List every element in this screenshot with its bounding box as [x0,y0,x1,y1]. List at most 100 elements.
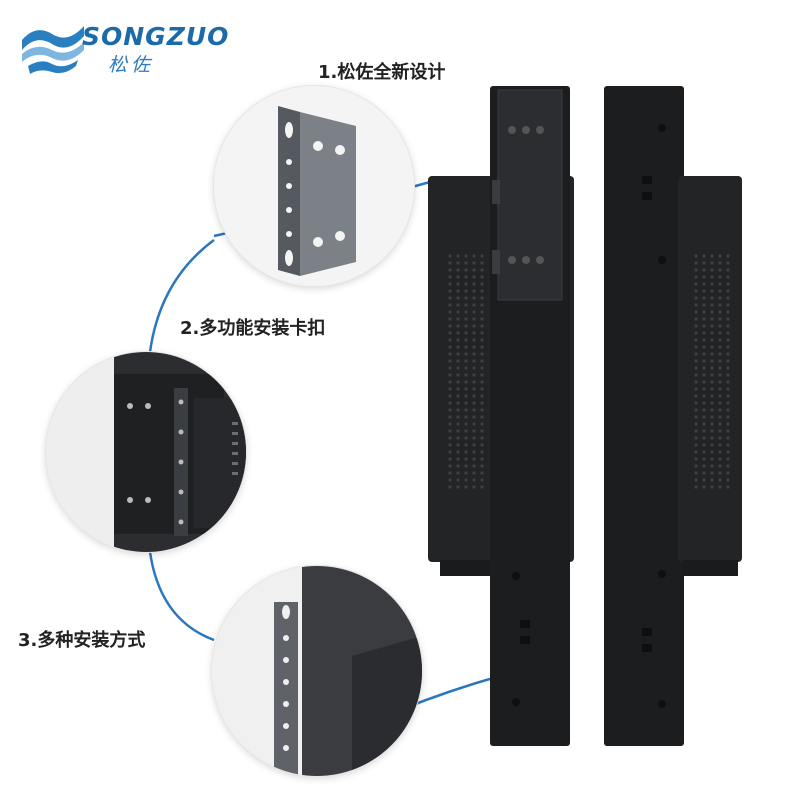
vent-hole [710,254,714,258]
vent-hole [464,366,468,370]
vent-hole [710,282,714,286]
vent-hole [448,387,452,391]
vent-hole [480,457,484,461]
vent-hole [718,282,722,286]
vent-hole [726,261,730,265]
vent-hole [702,254,706,258]
vent-hole [694,373,698,377]
vent-hole [710,366,714,370]
vent-hole [472,345,476,349]
vent-hole [726,394,730,398]
vent-hole [480,464,484,468]
vent-hole [448,422,452,426]
vent-hole [448,254,452,258]
vent-hole [694,303,698,307]
vent-hole [464,338,468,342]
vent-hole [456,331,460,335]
vent-hole [472,394,476,398]
vent-hole [726,303,730,307]
vent-hole [694,254,698,258]
vent-hole [718,338,722,342]
vent-hole [710,485,714,489]
vent-hole [702,422,706,426]
vent-hole [694,401,698,405]
vent-hole [718,261,722,265]
vent-hole [448,408,452,412]
vent-hole [480,303,484,307]
vent-hole [456,415,460,419]
vent-hole [702,289,706,293]
vent-hole [726,324,730,328]
vent-hole [702,366,706,370]
vent-hole [694,464,698,468]
vent-hole [448,478,452,482]
vent-hole [694,275,698,279]
vent-hole [710,408,714,412]
vent-hole [472,471,476,475]
vent-hole [726,450,730,454]
vent-hole [702,317,706,321]
vent-hole [464,331,468,335]
vent-hole [710,331,714,335]
vent-hole [710,289,714,293]
vent-hole [702,443,706,447]
vent-hole [448,352,452,356]
vent-hole [694,443,698,447]
vent-hole [726,310,730,314]
vent-hole [448,317,452,321]
vent-hole [710,464,714,468]
vent-hole [472,282,476,286]
vent-hole [480,261,484,265]
vent-hole [726,464,730,468]
vent-hole [726,345,730,349]
vent-hole [464,387,468,391]
vent-hole [480,254,484,258]
vent-hole [456,268,460,272]
vent-hole [480,289,484,293]
vent-hole [456,296,460,300]
detail-circle-bracket-closeup [212,566,422,776]
vent-hole [694,387,698,391]
vent-hole [718,296,722,300]
vent-hole [702,338,706,342]
vent-hole [702,331,706,335]
vent-hole [694,422,698,426]
vent-hole [448,289,452,293]
vent-hole [702,380,706,384]
vent-hole [480,394,484,398]
vent-hole [702,394,706,398]
vent-hole [480,436,484,440]
feature-label-install-methods: 3.多种安装方式 [18,630,146,651]
brand-wordmark: SONGZUO [82,22,230,51]
vent-hole [456,338,460,342]
vent-hole [464,415,468,419]
vent-hole [694,478,698,482]
vent-hole [472,296,476,300]
vent-hole [694,352,698,356]
vent-hole [480,387,484,391]
vent-hole [694,415,698,419]
vent-hole [456,275,460,279]
vent-hole [464,422,468,426]
vent-hole [456,317,460,321]
vent-hole [694,394,698,398]
vent-hole [456,464,460,468]
vent-hole [472,464,476,468]
vent-hole [710,373,714,377]
monitor-side-icon [46,352,246,552]
vent-hole [694,457,698,461]
vent-hole [480,415,484,419]
vent-hole [694,317,698,321]
vent-hole [464,478,468,482]
vent-hole [480,296,484,300]
wave-logo-icon [22,26,84,74]
vent-hole [726,373,730,377]
vent-hole [464,380,468,384]
vent-hole [480,485,484,489]
vent-hole [726,478,730,482]
vent-hole [710,359,714,363]
vent-hole [456,387,460,391]
vent-hole [702,373,706,377]
vent-hole [456,359,460,363]
vent-hole [456,401,460,405]
